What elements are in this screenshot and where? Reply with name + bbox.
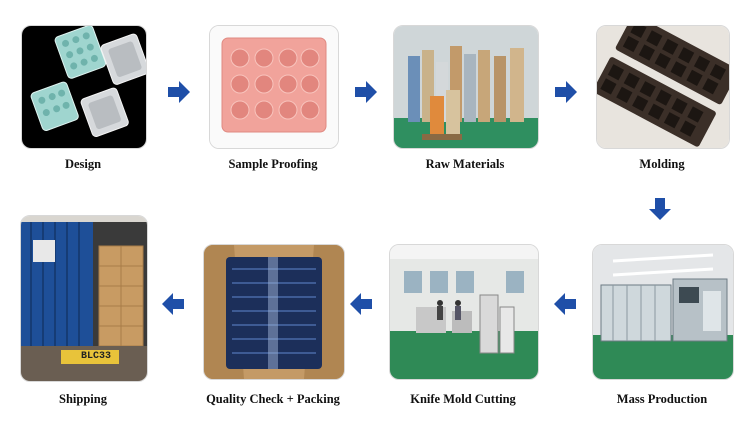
production-line-illustration [593, 245, 733, 379]
step-label-knife-mold-cutting: Knife Mold Cutting [410, 392, 516, 406]
arrow-right-icon [166, 79, 192, 105]
arrow-right-icon [353, 79, 379, 105]
sample-proofing-image [209, 25, 339, 149]
material-rolls-warehouse-illustration [394, 26, 538, 148]
step-label-quality-check-packing: Quality Check + Packing [206, 392, 340, 406]
step-label-sample-proofing: Sample Proofing [228, 157, 318, 171]
step-label-mass-production: Mass Production [616, 392, 708, 406]
knife-mold-cutting-image [389, 244, 539, 380]
molding-image [596, 25, 730, 149]
arrow-left-icon [160, 291, 186, 317]
design-image [21, 25, 147, 149]
quality-check-packing-image [203, 244, 345, 380]
step-label-design: Design [64, 157, 102, 171]
arrow-left-icon [348, 291, 374, 317]
packed-trays-box-illustration [204, 245, 344, 379]
step-label-molding: Molding [639, 157, 685, 171]
arrow-down-icon [647, 196, 673, 222]
loaded-container-illustration [21, 216, 147, 381]
arrow-right-icon [553, 79, 579, 105]
raw-materials-image [393, 25, 539, 149]
arrow-left-icon [552, 291, 578, 317]
blister-tray-design-illustration [22, 26, 146, 148]
container-plate-text: BLC33 [81, 351, 112, 362]
metal-molds-illustration [597, 26, 729, 148]
step-label-shipping: Shipping [59, 392, 107, 406]
pink-sample-tray-illustration [210, 26, 338, 148]
shipping-image: BLC33 [20, 215, 148, 382]
step-label-raw-materials: Raw Materials [425, 157, 505, 171]
mass-production-image [592, 244, 734, 380]
cutting-workshop-illustration [390, 245, 538, 379]
